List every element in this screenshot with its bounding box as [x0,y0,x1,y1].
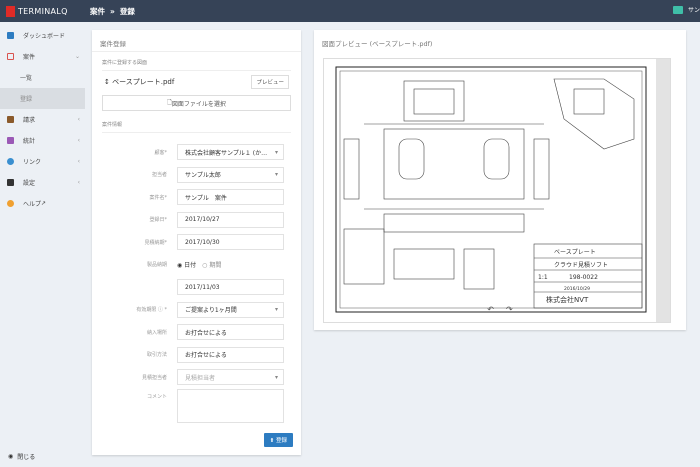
chevron-left-icon: ‹ [77,137,80,144]
breadcrumb-item: 登録 [119,6,135,16]
radio-date[interactable]: ◉ 日付 [177,262,197,270]
sidebar-item-settings[interactable]: 設定‹ [0,172,90,193]
dashboard-icon [7,32,14,39]
quote-staff-select[interactable]: 見積担当者 [177,369,284,386]
drag-handle-icon[interactable]: ↕ [104,78,113,86]
comment-textarea[interactable] [177,388,284,423]
sidebar-item-projects[interactable]: 案件⌄ [0,46,90,67]
preview-title: 図面プレビュー (ベースプレート.pdf) [322,40,433,48]
register-date-label: 登録日* [149,217,167,224]
delivery-label: 製品納期 [146,262,167,269]
trade-method-input[interactable]: お打合せによる [177,346,284,363]
staff-label: 担当者 [151,172,167,179]
drawing-part-name: ベースプレート [554,249,596,256]
link-icon [7,158,14,165]
file-icon: 🗋 [167,99,172,106]
technical-drawing: ベースプレート クラウド見積ソフト 1:1 198-0022 2016/10/2… [335,66,647,313]
sidebar-item-help[interactable]: ヘルプ↗ [0,193,90,214]
project-name-input[interactable]: サンプル 案件 [177,189,284,206]
chevron-left-icon: ‹ [77,116,80,123]
sidebar-subitem-list[interactable]: 一覧 [20,75,33,82]
form-title: 案件登録 [92,30,301,52]
pdf-viewer[interactable]: ベースプレート クラウド見積ソフト 1:1 198-0022 2016/10/2… [323,58,671,323]
comment-label: コメント [146,393,167,400]
register-button[interactable]: ⬆ 登録 [263,433,293,447]
rotate-right-button[interactable]: ↷ [506,305,513,314]
project-name-label: 案件名* [149,194,167,201]
staff-select[interactable]: サンプル太郎 [177,166,284,183]
breadcrumb-separator: » [110,6,115,16]
breadcrumb: 案件 » 登録 [90,6,135,17]
preview-panel: 図面プレビュー (ベースプレート.pdf) ベースプレート クラウド見積ソフト … [314,30,686,330]
radio-period[interactable]: ○ 期間 [202,262,222,270]
sidebar-close-button[interactable]: ◉閉じる [8,453,36,461]
info-section-label: 案件情報 [102,122,123,128]
file-icon [7,53,14,60]
drawing-section-label: 案件に登録する図面 [102,60,148,66]
quote-deadline-input[interactable]: 2017/10/30 [177,234,284,251]
register-date-input[interactable]: 2017/10/27 [177,211,284,228]
drawing-scale: 1:1 [538,274,548,281]
drawing-software: クラウド見積ソフト [554,261,608,269]
truck-icon [7,116,14,123]
drawing-company: 株式会社NVT [546,295,589,304]
sidebar-item-billing[interactable]: 請求‹ [0,109,90,130]
validity-label: 有効期限 ⓘ * [136,307,167,314]
select-file-button[interactable]: 🗋図面ファイルを選択 [102,95,291,111]
sidebar-item-dashboard[interactable]: ダッシュボード [0,25,90,46]
top-bar: TERMINALQ 案件 » 登録 サン [0,0,700,22]
drawing-number: 198-0022 [569,274,598,281]
help-icon [7,200,14,207]
preview-button[interactable]: プレビュー [251,75,289,89]
logo-icon [6,5,15,17]
drawing-date: 2016/10/29 [564,286,590,292]
close-circle-icon: ◉ [8,453,14,460]
chart-icon [7,137,14,144]
chevron-left-icon: ‹ [77,179,80,186]
trade-method-label: 取引方法 [146,352,167,359]
validity-select[interactable]: ご提案より1ヶ月間 [177,301,284,318]
sidebar-subitem-register[interactable]: 登録 [0,88,85,109]
delivery-place-input[interactable]: お打合せによる [177,324,284,341]
user-menu[interactable]: サン [687,7,700,14]
sidebar: ダッシュボード 案件⌄ 一覧 登録 請求‹ 統計‹ リンク‹ 設定‹ ヘルプ↗ … [0,25,90,467]
delivery-place-label: 納入場所 [146,329,167,336]
delivery-date-input[interactable]: 2017/11/03 [177,279,284,296]
message-icon[interactable] [672,5,683,14]
quote-deadline-label: 見積納期* [144,239,167,246]
chevron-down-icon: ⌄ [74,53,80,60]
rotate-left-button[interactable]: ↶ [487,305,494,314]
chevron-left-icon: ‹ [77,158,80,165]
customer-label: 顧客* [154,149,167,156]
wrench-icon [7,179,14,186]
drawing-page: ベースプレート クラウド見積ソフト 1:1 198-0022 2016/10/2… [324,59,656,322]
quote-staff-label: 見積担当者 [141,374,167,381]
customer-select[interactable]: 株式会社顧客サンプル１ (か… [177,144,284,161]
external-link-icon: ↗ [41,200,47,207]
upload-icon: ⬆ [269,438,276,444]
logo[interactable]: TERMINALQ [0,5,90,17]
sidebar-item-links[interactable]: リンク‹ [0,151,90,172]
sidebar-item-stats[interactable]: 統計‹ [0,130,90,151]
breadcrumb-item[interactable]: 案件 [90,6,105,16]
